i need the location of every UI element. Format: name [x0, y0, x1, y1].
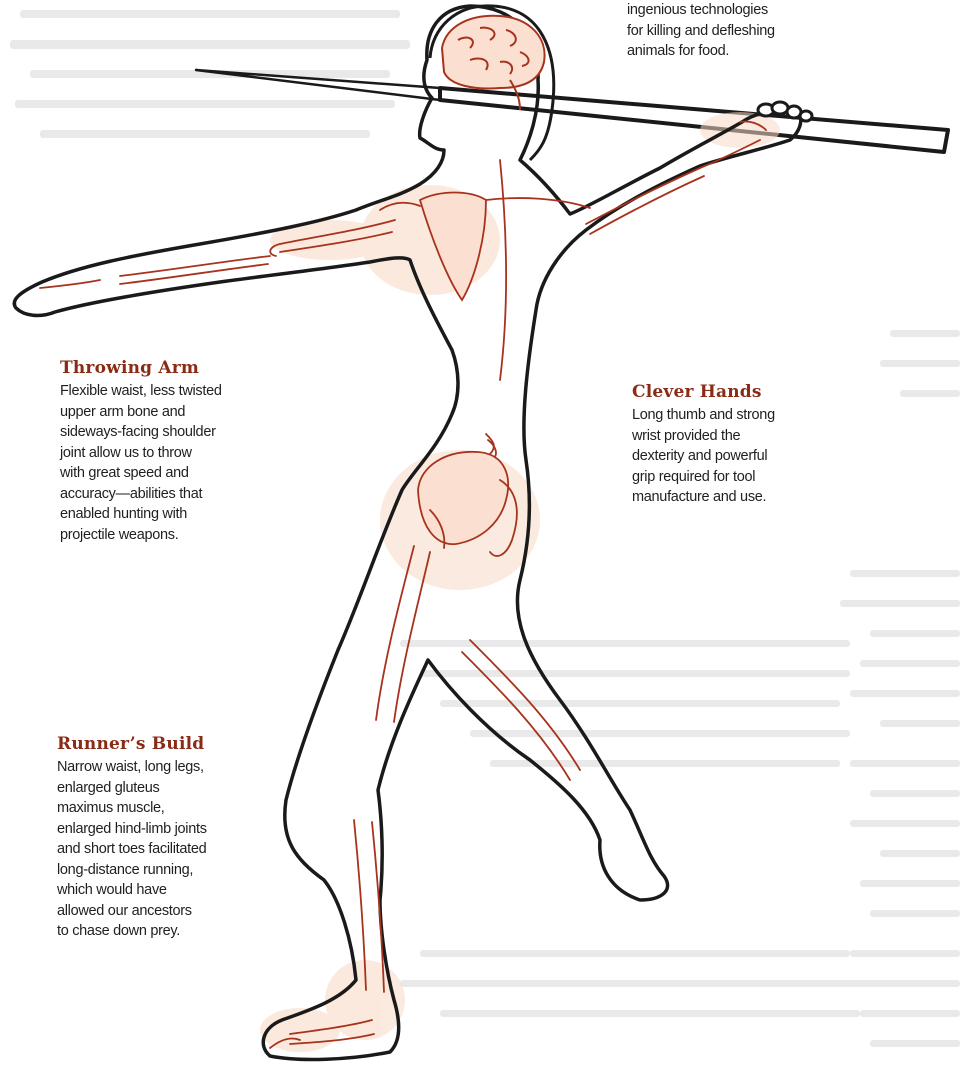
runners-build-callout: Runner’s Build Narrow waist, long legs, …	[57, 734, 287, 942]
spear	[196, 70, 948, 152]
runners-build-body: Narrow waist, long legs, enlarged gluteu…	[57, 757, 287, 942]
throwing-arm-body: Flexible waist, less twisted upper arm b…	[60, 381, 290, 545]
runners-build-title: Runner’s Build	[57, 734, 287, 754]
intro-callout-body: ingenious technologies for killing and d…	[627, 0, 867, 62]
throwing-arm-callout: Throwing Arm Flexible waist, less twiste…	[60, 358, 290, 545]
clever-hands-callout: Clever Hands Long thumb and strong wrist…	[632, 382, 842, 508]
clever-hands-body: Long thumb and strong wrist provided the…	[632, 405, 842, 508]
intro-callout: ingenious technologies for killing and d…	[627, 0, 867, 62]
throwing-arm-title: Throwing Arm	[60, 358, 290, 378]
clever-hands-title: Clever Hands	[632, 382, 842, 402]
